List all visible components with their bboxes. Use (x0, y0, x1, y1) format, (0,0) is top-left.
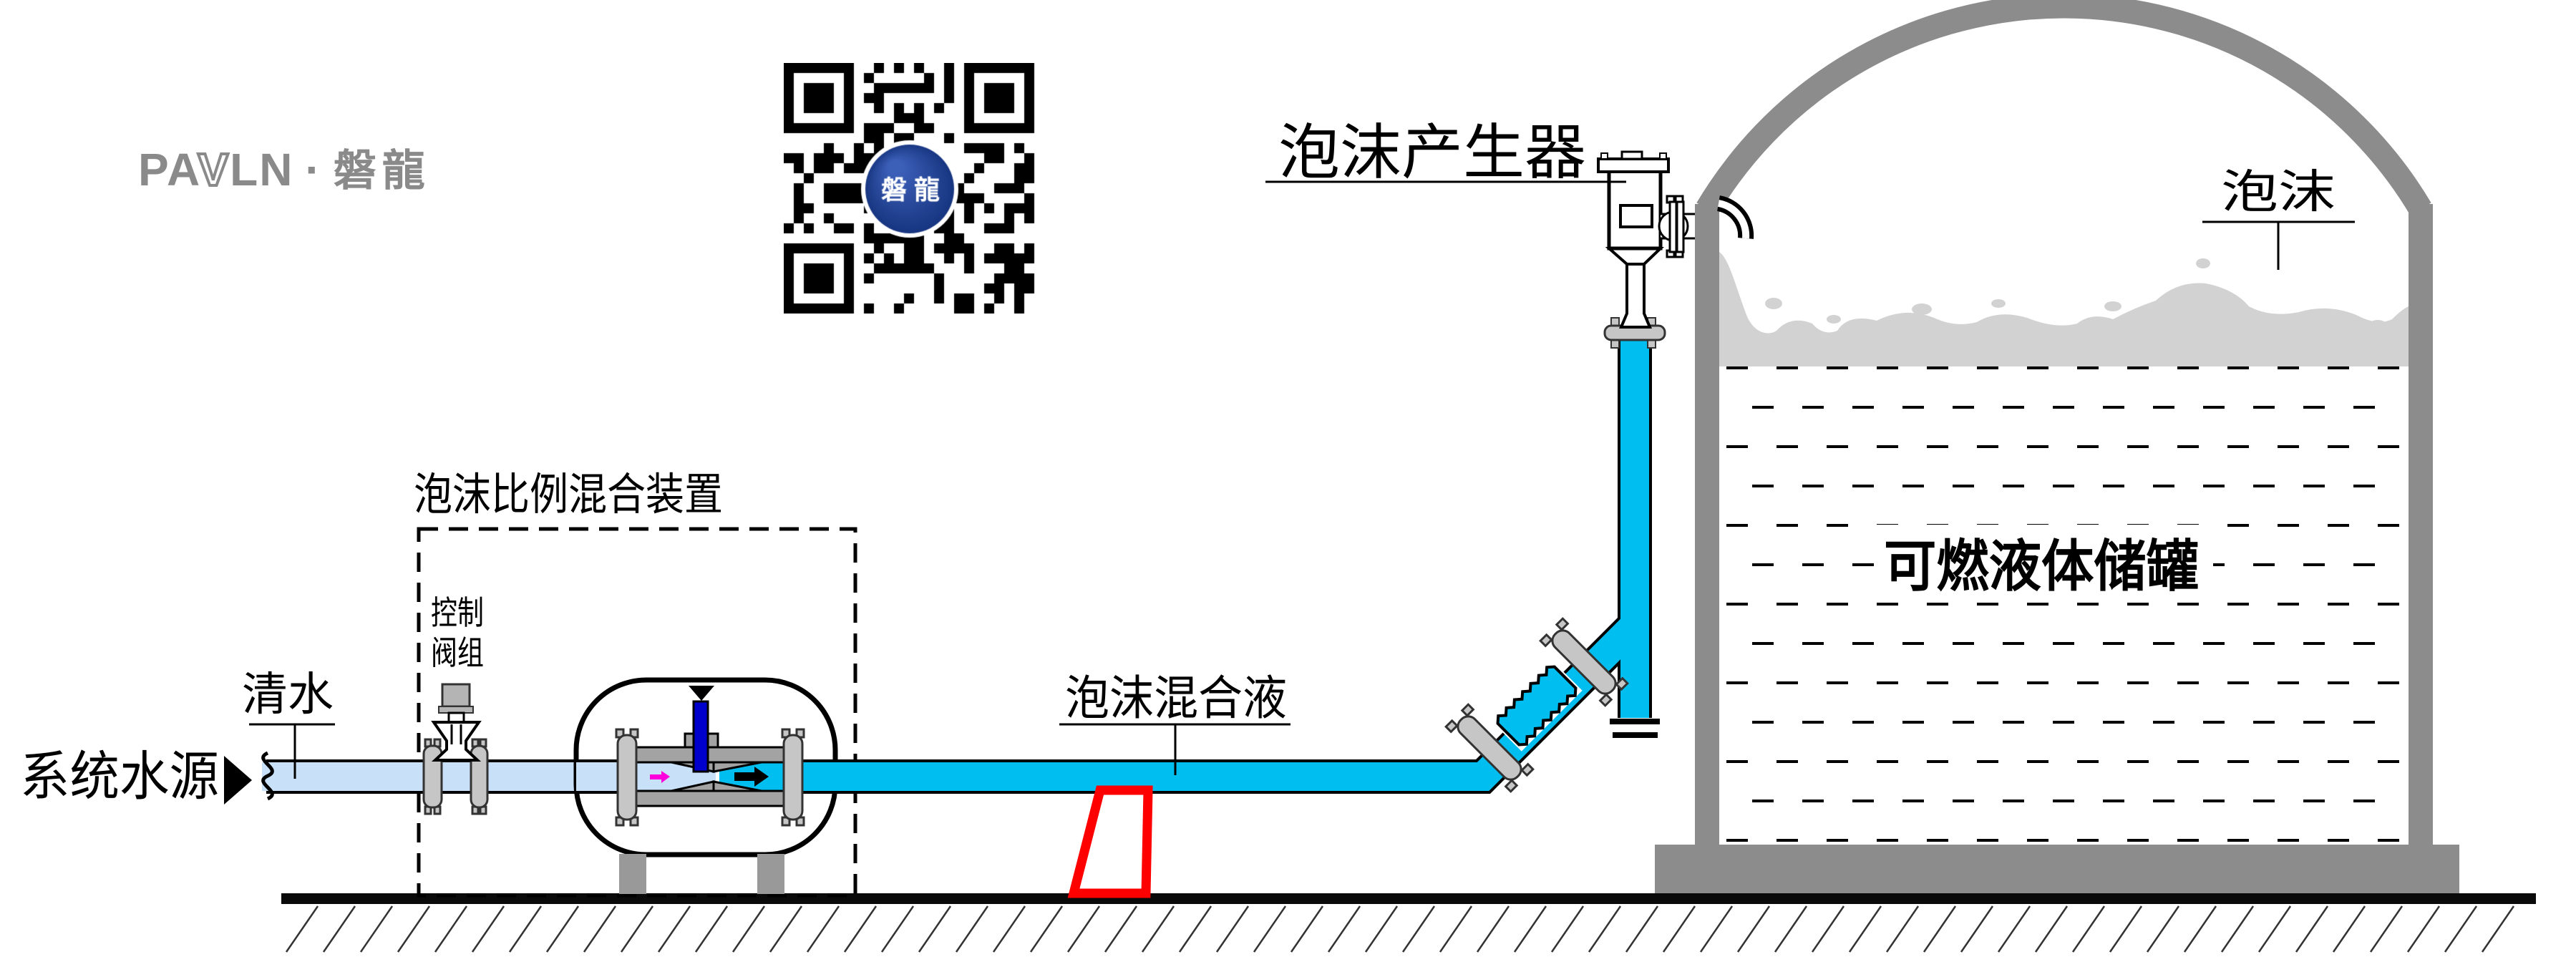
brand-logo: PAVLN·磐龍 (138, 136, 431, 198)
logo-pa: PA (138, 144, 198, 195)
proportioner-boundary (417, 527, 857, 898)
pipe-break-squiggle (261, 751, 274, 801)
storage-tank: 可燃液体储罐 (1655, 0, 2459, 893)
label-clean-water: 清水 (242, 669, 334, 720)
flow-arrow-water-icon (650, 771, 670, 783)
label-foam-solution: 泡沫混合液 (1065, 673, 1287, 725)
diagonal-flange-upper (1539, 617, 1629, 707)
tank-wall-right (2409, 204, 2433, 846)
source-triangle-icon (224, 756, 252, 805)
logo-dot: · (305, 144, 322, 195)
vessel-flanges (615, 728, 805, 827)
logo-ln: LN (230, 144, 294, 195)
sight-window (1619, 204, 1653, 228)
foam-generator (1597, 150, 1754, 349)
control-valve (431, 683, 482, 762)
tank-pedestal (1655, 845, 2459, 893)
ground (281, 893, 2536, 953)
label-proportioner: 泡沫比例混合装置 (414, 471, 723, 520)
tank-label: 可燃液体储罐 (1884, 535, 2199, 598)
pipe-support-red (1067, 785, 1153, 898)
label-water-source: 系统水源 (20, 748, 219, 807)
concentrate-arrow-icon (689, 686, 714, 701)
venturi-assembly (631, 686, 787, 807)
ground-hatching (285, 905, 2515, 953)
tank-wall-left (1695, 204, 1719, 846)
expansion-joint (1491, 660, 1583, 752)
vessel-leg-left (619, 854, 646, 894)
qr-code (784, 63, 1036, 315)
riser-support (1610, 719, 1660, 738)
foam-droplets (1765, 258, 2386, 330)
foam-layer (1719, 252, 2409, 366)
logo-cjk: 磐龍 (333, 147, 431, 195)
vessel-leg-right (757, 854, 784, 894)
labels: 泡沫产生器 泡沫 泡沫比例混合装置 控制 阀组 清水 系统水源 泡沫混合液 (20, 120, 2355, 807)
tank-label-bg (1874, 525, 2213, 599)
liquid-dashes (1726, 366, 2402, 842)
label-control-valve-2: 阀组 (431, 635, 484, 671)
logo-v-outline: V (196, 142, 230, 197)
label-foam-generator: 泡沫产生器 (1278, 120, 1586, 187)
diagonal-flange-lower (1444, 703, 1535, 793)
tank-dome (1696, 0, 2431, 215)
flow-arrow-solution-icon (734, 767, 769, 787)
label-foam: 泡沫 (2221, 167, 2336, 218)
label-control-valve-1: 控制 (431, 595, 484, 631)
foam-concentrate-inlet (692, 700, 709, 773)
